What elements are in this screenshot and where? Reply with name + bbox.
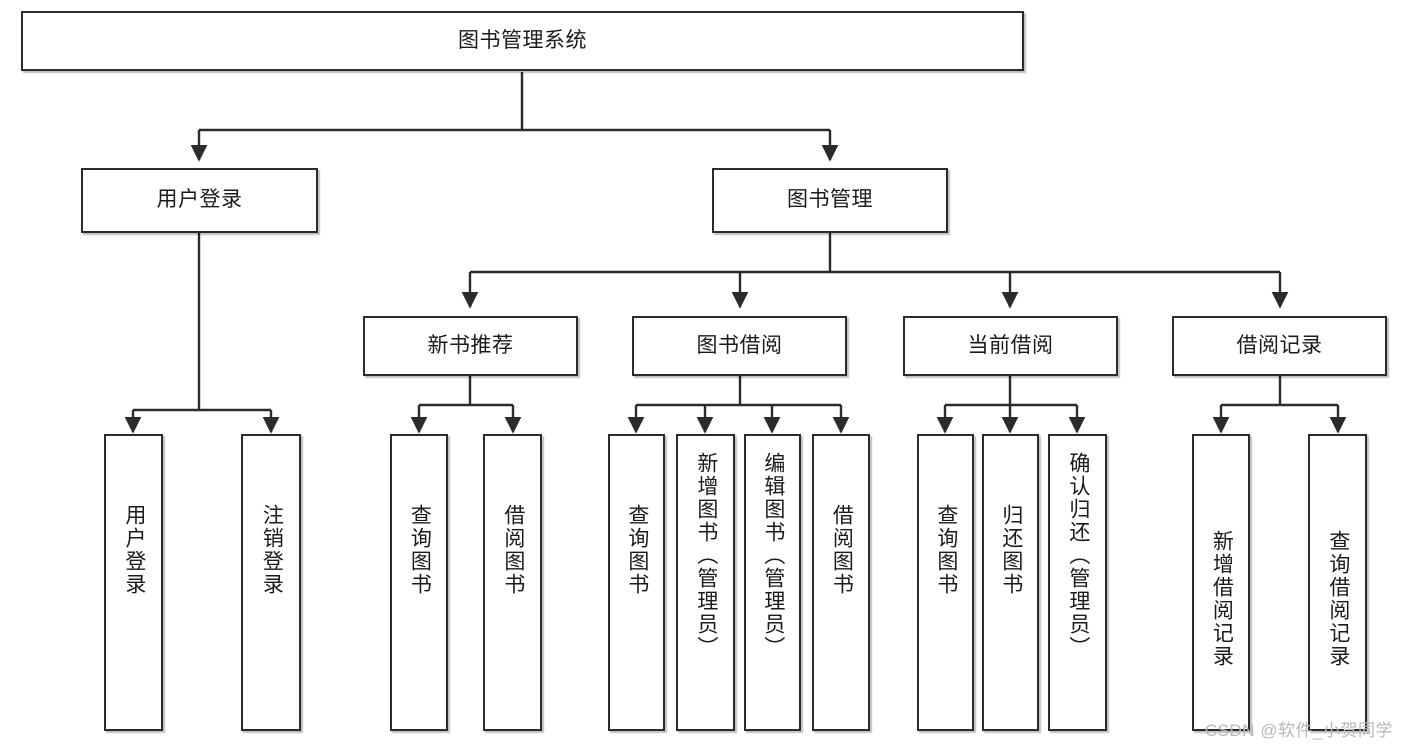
node-borrow-record-label: 借阅记录 <box>1236 333 1323 357</box>
node-current-borrow[interactable]: 当前借阅 <box>903 316 1118 376</box>
node-leaf-newbook-borrow[interactable]: 借阅图书 <box>483 434 542 731</box>
node-leaf-record-query[interactable]: 查询借阅记录 <box>1308 434 1367 731</box>
node-root-label: 图书管理系统 <box>458 28 587 52</box>
watermark: CSDN @软件_小贺同学 <box>1204 721 1393 740</box>
node-book-manage-label: 图书管理 <box>787 188 873 212</box>
node-book-borrow-label: 图书借阅 <box>696 333 783 357</box>
node-leaf-logout-label: 注销登录 <box>260 504 284 596</box>
node-current-borrow-label: 当前借阅 <box>967 333 1054 357</box>
node-leaf-borrow-add-label: 新增图书（管理员） <box>694 452 718 659</box>
node-leaf-borrow-query[interactable]: 查询图书 <box>608 434 665 731</box>
node-leaf-logout[interactable]: 注销登录 <box>241 434 301 731</box>
node-leaf-current-return[interactable]: 归还图书 <box>982 434 1039 731</box>
node-new-book-recommend[interactable]: 新书推荐 <box>363 316 578 376</box>
node-leaf-borrow-do-label: 借阅图书 <box>830 504 854 596</box>
node-leaf-current-confirm[interactable]: 确认归还（管理员） <box>1048 434 1107 731</box>
node-leaf-newbook-query-label: 查询图书 <box>408 504 432 596</box>
node-new-book-recommend-label: 新书推荐 <box>427 333 514 357</box>
node-leaf-borrow-do[interactable]: 借阅图书 <box>812 434 870 731</box>
node-leaf-current-return-label: 归还图书 <box>999 504 1023 596</box>
node-leaf-borrow-query-label: 查询图书 <box>625 504 649 596</box>
node-leaf-borrow-edit[interactable]: 编辑图书（管理员） <box>744 434 801 731</box>
node-book-borrow[interactable]: 图书借阅 <box>632 316 847 376</box>
node-leaf-user-login[interactable]: 用户登录 <box>104 434 163 731</box>
node-leaf-current-query-label: 查询图书 <box>934 504 958 596</box>
node-leaf-newbook-query[interactable]: 查询图书 <box>390 434 448 731</box>
node-leaf-current-confirm-label: 确认归还（管理员） <box>1066 452 1090 659</box>
node-leaf-newbook-borrow-label: 借阅图书 <box>501 504 525 596</box>
node-leaf-user-login-label: 用户登录 <box>122 504 146 596</box>
node-leaf-record-query-label: 查询借阅记录 <box>1326 530 1350 668</box>
node-leaf-record-add-label: 新增借阅记录 <box>1210 530 1234 668</box>
node-user-login[interactable]: 用户登录 <box>81 168 318 233</box>
node-leaf-borrow-edit-label: 编辑图书（管理员） <box>761 452 785 659</box>
node-root[interactable]: 图书管理系统 <box>21 11 1024 71</box>
node-borrow-record[interactable]: 借阅记录 <box>1172 316 1387 376</box>
node-leaf-borrow-add[interactable]: 新增图书（管理员） <box>676 434 735 731</box>
node-leaf-current-query[interactable]: 查询图书 <box>917 434 974 731</box>
node-leaf-record-add[interactable]: 新增借阅记录 <box>1192 434 1250 731</box>
node-book-manage[interactable]: 图书管理 <box>712 168 948 233</box>
node-user-login-label: 用户登录 <box>156 188 243 212</box>
